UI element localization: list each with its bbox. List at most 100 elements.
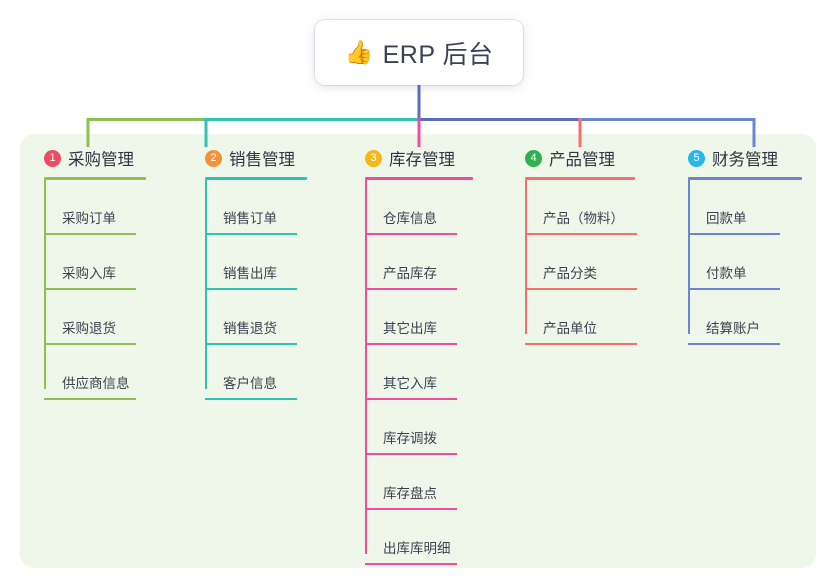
leaf-node-rule [205,343,297,345]
branch-spine [365,180,367,554]
leaf-node-rule [365,398,457,400]
leaf-node[interactable]: 销售出库 [205,235,307,290]
branch-title: 财务管理 [712,151,778,169]
leaf-node-label: 采购订单 [62,211,116,226]
leaf-node[interactable]: 采购入库 [44,235,146,290]
branch-number-badge: 4 [525,149,542,167]
leaf-node-rule [525,343,637,345]
leaf-node-label: 仓库信息 [383,211,437,226]
leaf-node-rule [365,453,457,455]
branch-number-badge: 3 [365,149,382,167]
branch-leaf-list: 产品（物料） 产品分类产品单位 [525,180,637,345]
branch-number-badge: 2 [205,149,222,167]
root-node-title: ERP 后台 [382,40,494,69]
leaf-node-label: 回款单 [706,211,747,226]
leaf-node[interactable]: 产品库存 [365,235,473,290]
leaf-node[interactable]: 库存调拨 [365,400,473,455]
branch-header-rule [44,177,146,180]
leaf-node-rule [205,398,297,400]
branch-header-rule [365,177,473,180]
leaf-node-label: 销售退货 [223,321,277,336]
branch-title: 采购管理 [68,151,134,169]
branch-leaf-list: 回款单付款单结算账户 [688,180,802,345]
branch-spine [688,180,690,334]
branch-header-5[interactable]: 5 财务管理 [688,146,802,170]
leaf-node-rule [365,343,457,345]
leaf-node[interactable]: 销售退货 [205,290,307,345]
leaf-node-rule [44,398,136,400]
leaf-node[interactable]: 仓库信息 [365,180,473,235]
leaf-node-label: 出库库明细 [383,541,451,556]
leaf-node[interactable]: 采购订单 [44,180,146,235]
branch-header-rule [525,177,635,180]
leaf-node-label: 销售订单 [223,211,277,226]
branch-header-3[interactable]: 3 库存管理 [365,146,473,170]
leaf-node-label: 销售出库 [223,266,277,281]
leaf-node[interactable]: 回款单 [688,180,802,235]
branch-column-3: 3 库存管理仓库信息产品库存其它出库其它入库库存调拨库存盘点出库库明细 [365,146,473,565]
leaf-node-rule [688,233,780,235]
branch-header-rule [205,177,307,180]
leaf-node[interactable]: 产品分类 [525,235,637,290]
leaf-node-label: 库存调拨 [383,431,437,446]
leaf-node-rule [688,288,780,290]
branch-spine [525,180,527,334]
leaf-node-label: 采购入库 [62,266,116,281]
leaf-node-rule [205,288,297,290]
leaf-node-rule [688,343,780,345]
leaf-node[interactable]: 其它入库 [365,345,473,400]
thumbs-up-icon: 👍 [344,39,374,65]
branch-column-5: 5 财务管理回款单付款单结算账户 [688,146,802,345]
leaf-node-label: 产品库存 [383,266,437,281]
leaf-node[interactable]: 销售订单 [205,180,307,235]
leaf-node-label: 客户信息 [223,376,277,391]
branch-column-2: 2 销售管理销售订单销售出库销售退货客户信息 [205,146,307,400]
leaf-node[interactable]: 付款单 [688,235,802,290]
leaf-node-label: 其它入库 [383,376,437,391]
leaf-node-label: 库存盘点 [383,486,437,501]
leaf-node-label: 结算账户 [706,321,760,336]
branch-column-1: 1 采购管理采购订单采购入库采购退货供应商信息 [44,146,146,400]
leaf-node[interactable]: 产品（物料） [525,180,637,235]
branches-panel [20,134,816,568]
branch-title: 产品管理 [549,151,615,169]
leaf-node-label: 付款单 [706,266,747,281]
branch-header-1[interactable]: 1 采购管理 [44,146,146,170]
leaf-node-rule [365,508,457,510]
leaf-node-rule [525,288,637,290]
root-node-label: 👍 ERP 后台 [344,35,493,71]
leaf-node-rule [365,563,457,565]
leaf-node-rule [205,233,297,235]
branch-leaf-list: 仓库信息产品库存其它出库其它入库库存调拨库存盘点出库库明细 [365,180,473,565]
leaf-node[interactable]: 库存盘点 [365,455,473,510]
leaf-node-rule [44,343,136,345]
leaf-node[interactable]: 其它出库 [365,290,473,345]
branch-number-badge: 1 [44,149,61,167]
branch-title: 销售管理 [229,151,295,169]
branch-number-badge: 5 [688,149,705,167]
leaf-node[interactable]: 客户信息 [205,345,307,400]
leaf-node-rule [525,233,637,235]
leaf-node-rule [44,288,136,290]
branch-header-rule [688,177,802,180]
branch-header-2[interactable]: 2 销售管理 [205,146,307,170]
leaf-node[interactable]: 出库库明细 [365,510,473,565]
root-node[interactable]: 👍 ERP 后台 [315,20,523,85]
leaf-node-label: 产品（物料） [543,211,624,226]
leaf-node-label: 采购退货 [62,321,116,336]
leaf-node-label: 产品单位 [543,321,597,336]
leaf-node-label: 供应商信息 [62,376,130,391]
leaf-node-rule [44,233,136,235]
leaf-node-label: 产品分类 [543,266,597,281]
leaf-node[interactable]: 产品单位 [525,290,637,345]
leaf-node[interactable]: 采购退货 [44,290,146,345]
leaf-node[interactable]: 供应商信息 [44,345,146,400]
leaf-node-rule [365,288,457,290]
leaf-node-rule [365,233,457,235]
branch-column-4: 4 产品管理产品（物料） 产品分类产品单位 [525,146,637,345]
branch-title: 库存管理 [389,151,455,169]
leaf-node[interactable]: 结算账户 [688,290,802,345]
branch-header-4[interactable]: 4 产品管理 [525,146,635,170]
